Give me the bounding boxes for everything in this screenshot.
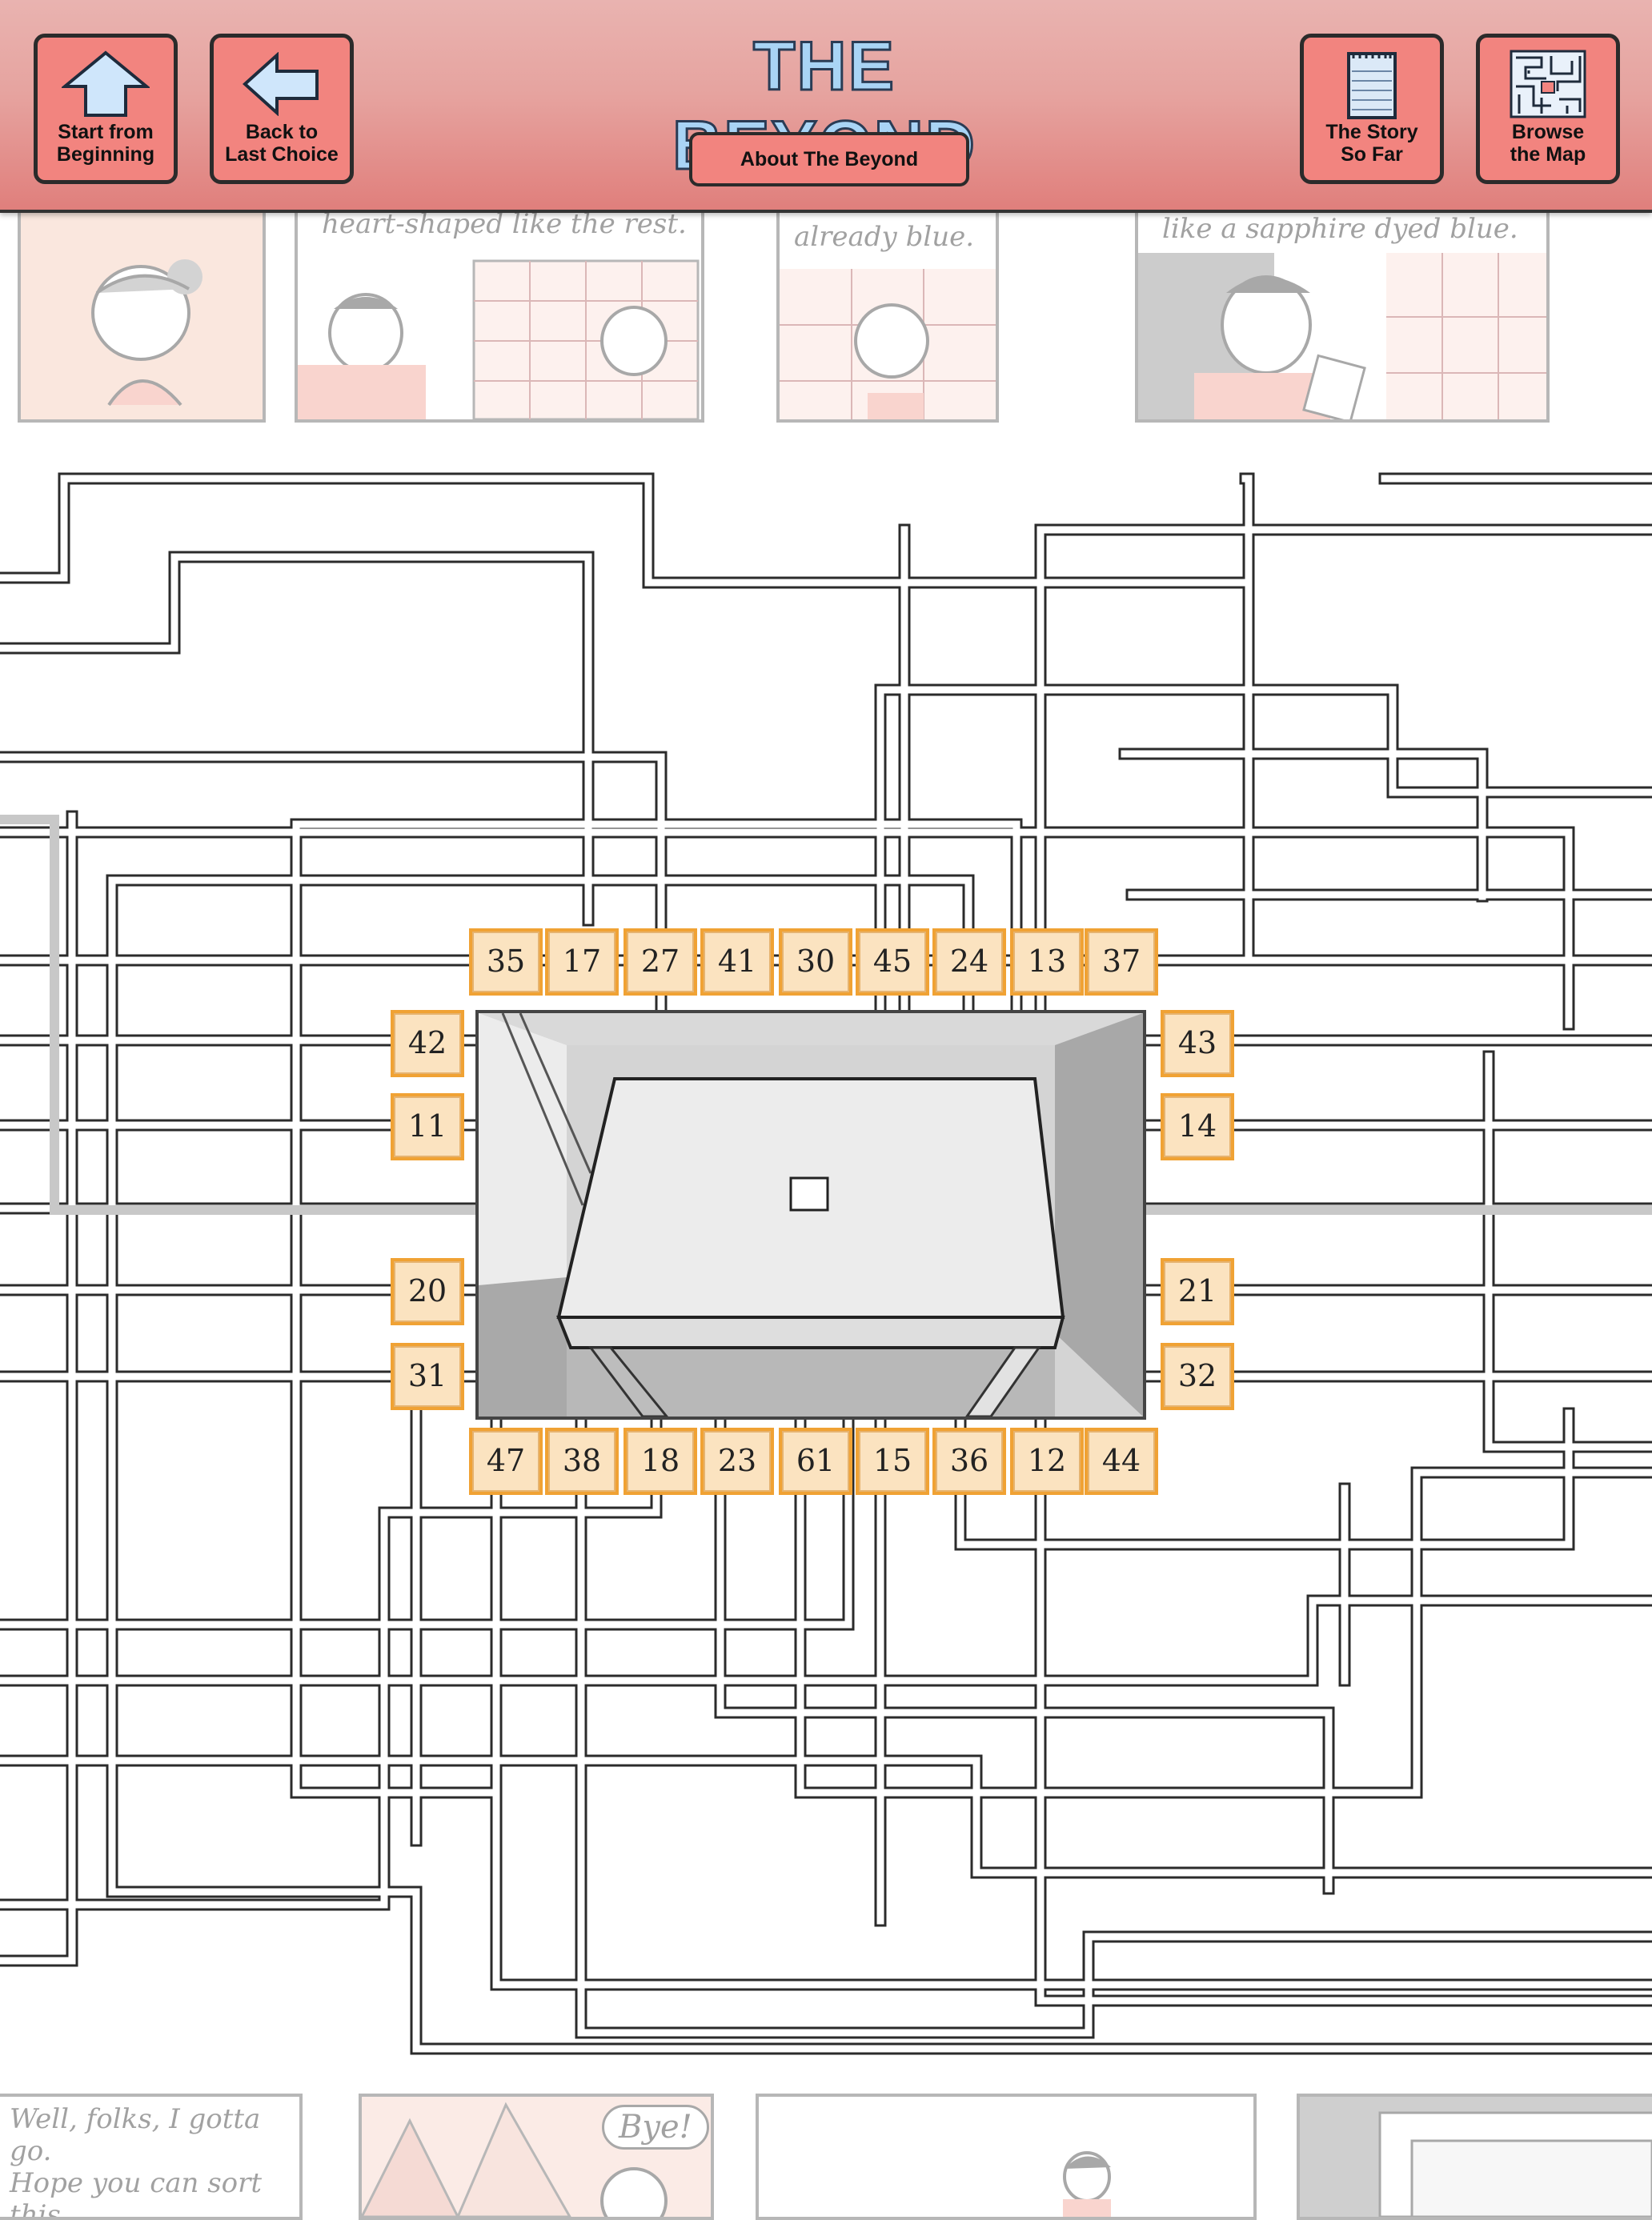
door-32[interactable]: 32: [1161, 1343, 1234, 1410]
comic-panel: [756, 2094, 1257, 2220]
wire-channel: [1245, 475, 1652, 964]
wire-outline: [0, 810, 78, 1967]
story-button-label: The Story So Far: [1325, 121, 1418, 166]
comic-strip-bottom: Well, folks, I gotta go. Hope you can so…: [0, 2094, 1652, 2220]
about-button[interactable]: About The Beyond: [689, 132, 969, 186]
door-11[interactable]: 11: [391, 1093, 464, 1160]
door-36[interactable]: 36: [932, 1428, 1006, 1495]
speech-bubble: Bye!: [602, 2105, 709, 2150]
notepad-icon: [1344, 47, 1400, 121]
start-button-label: Start from Beginning: [56, 121, 155, 166]
wire-channel: [577, 1409, 1652, 2037]
map-button-label: Browse the Map: [1510, 121, 1586, 166]
door-47[interactable]: 47: [469, 1428, 543, 1495]
wire-outline: [874, 683, 1652, 799]
door-23[interactable]: 23: [700, 1428, 774, 1495]
back-button-label: Back to Last Choice: [225, 121, 339, 166]
door-13[interactable]: 13: [1010, 928, 1084, 996]
comic-panel: Bye!: [359, 2094, 714, 2220]
story-so-far-button[interactable]: The Story So Far: [1300, 34, 1444, 184]
wire-channel: [1485, 1052, 1652, 1451]
door-21[interactable]: 21: [1161, 1258, 1234, 1325]
door-37[interactable]: 37: [1085, 928, 1158, 996]
wire-channel: [108, 876, 1652, 2053]
wire-channel: [0, 1597, 1652, 1685]
wire-channel: [876, 686, 1652, 796]
door-38[interactable]: 38: [545, 1428, 619, 1495]
door-44[interactable]: 44: [1085, 1428, 1158, 1495]
comic-panel: like a sapphire dyed blue.: [1135, 210, 1550, 423]
up-arrow-icon: [62, 47, 150, 121]
door-41[interactable]: 41: [700, 928, 774, 996]
comic-strip-top: heart-shaped like the rest. already blue…: [0, 210, 1652, 426]
wire-channel: [0, 553, 592, 924]
speech-bubble: heart-shaped like the rest.: [322, 210, 687, 240]
door-27[interactable]: 27: [624, 928, 697, 996]
top-toolbar: Start from Beginning Back to Last Choice…: [0, 0, 1652, 213]
back-to-last-choice-button[interactable]: Back to Last Choice: [210, 34, 354, 184]
comic-panel: [18, 210, 266, 423]
wire-outline: [0, 815, 1652, 1215]
wire-channel: [1121, 750, 1486, 900]
speech-bubble: Well, folks, I gotta go. Hope you can so…: [10, 2103, 263, 2220]
wire-channel: [0, 1757, 1652, 1877]
door-35[interactable]: 35: [469, 928, 543, 996]
door-43[interactable]: 43: [1161, 1010, 1234, 1077]
comic-panel: heart-shaped like the rest.: [295, 210, 704, 423]
wire-outline: [0, 1594, 1652, 1687]
door-24[interactable]: 24: [932, 928, 1006, 996]
wire-channel: [0, 753, 665, 1012]
speech-bubble: like a sapphire dyed blue.: [1162, 213, 1518, 245]
left-arrow-icon: [242, 47, 322, 121]
start-from-beginning-button[interactable]: Start from Beginning: [34, 34, 178, 184]
door-61[interactable]: 61: [779, 1428, 852, 1495]
door-17[interactable]: 17: [545, 928, 619, 996]
wire-outline: [1118, 747, 1489, 903]
door-45[interactable]: 45: [856, 928, 929, 996]
wire-outline: [1482, 1050, 1652, 1453]
wire-outline: [1242, 472, 1652, 967]
room-illustration: [475, 1010, 1146, 1420]
speech-bubble: already blue.: [794, 221, 975, 253]
comic-panel: Well, folks, I gotta go. Hope you can so…: [0, 2094, 303, 2220]
table-illustration: [479, 1012, 1143, 1418]
door-42[interactable]: 42: [391, 1010, 464, 1077]
wire-channel: [716, 1409, 1333, 1893]
wire-outline: [0, 1754, 1652, 1879]
comic-panel: [1297, 2094, 1652, 2220]
door-18[interactable]: 18: [624, 1428, 697, 1495]
maze-map-icon: [1510, 47, 1586, 121]
wire-channel: [1037, 1409, 1652, 2005]
wire-channel: [796, 1409, 1652, 1797]
door-20[interactable]: 20: [391, 1258, 464, 1325]
door-15[interactable]: 15: [856, 1428, 929, 1495]
door-31[interactable]: 31: [391, 1343, 464, 1410]
door-30[interactable]: 30: [779, 928, 852, 996]
browse-map-button[interactable]: Browse the Map: [1476, 34, 1620, 184]
wire-channel: [0, 812, 76, 1965]
door-14[interactable]: 14: [1161, 1093, 1234, 1160]
app-title: THE BEYOND: [672, 27, 976, 186]
door-12[interactable]: 12: [1010, 1428, 1084, 1495]
